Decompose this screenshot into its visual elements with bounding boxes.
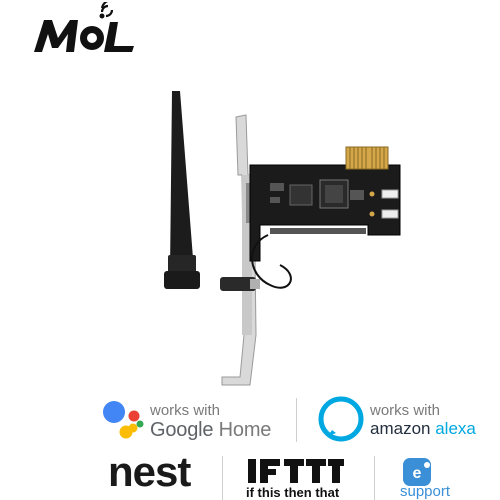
divider-2	[222, 456, 223, 500]
alexa-product: alexa	[435, 419, 476, 438]
alexa-brand: amazon	[370, 419, 431, 438]
svg-text:e: e	[413, 465, 422, 482]
google-product: Home	[218, 419, 272, 441]
nest-logo: nest	[108, 448, 191, 495]
google-brand: Google	[150, 419, 214, 441]
ifttt-tagline: if this then that	[246, 485, 340, 500]
alexa-works-with: works with	[370, 402, 441, 419]
ewelink-icon: e	[403, 458, 431, 486]
wifi-signal-icon	[99, 2, 114, 19]
google-works-with: works with	[150, 402, 221, 419]
google-home-label: Google Home	[150, 419, 271, 442]
product-image	[164, 91, 401, 386]
brand-logo	[34, 2, 134, 52]
divider-3	[374, 456, 375, 500]
ifttt-logo	[248, 459, 344, 483]
google-assistant-icon	[103, 401, 144, 439]
divider-1	[296, 398, 297, 442]
ewelink-support-label: support	[400, 483, 451, 500]
alexa-label: amazon alexa	[370, 419, 476, 439]
alexa-icon	[318, 396, 364, 442]
